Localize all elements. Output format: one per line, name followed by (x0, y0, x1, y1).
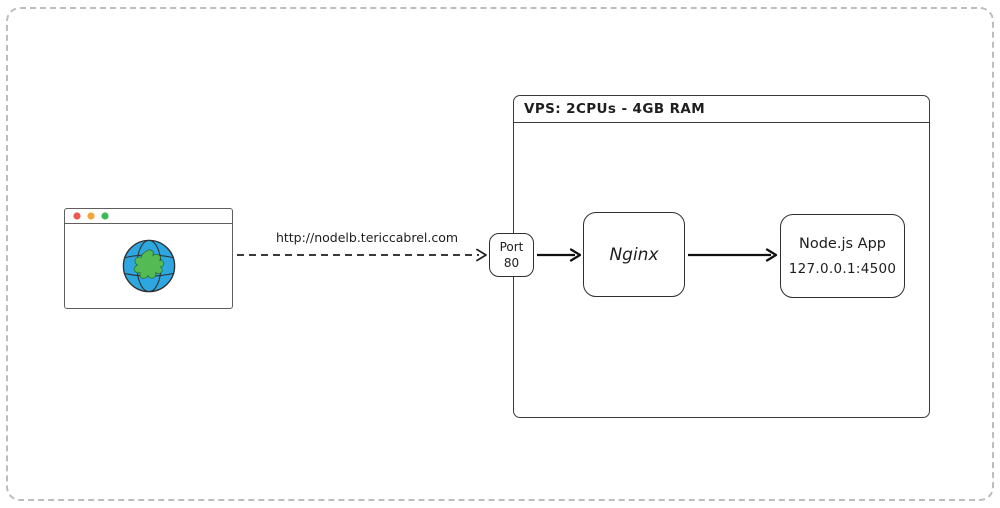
vps-title: VPS: 2CPUs - 4GB RAM (514, 96, 929, 123)
traffic-lights-icon (73, 212, 109, 220)
nodejs-app-title: Node.js App (799, 235, 886, 252)
nginx-label: Nginx (609, 244, 659, 265)
nodejs-app-address: 127.0.0.1:4500 (788, 260, 897, 277)
traffic-light-green-icon (101, 212, 109, 220)
browser-content (65, 224, 232, 308)
nginx-box: Nginx (583, 212, 685, 297)
traffic-light-red-icon (73, 212, 81, 220)
port-80-box: Port 80 (489, 233, 534, 277)
nodejs-app-box: Node.js App 127.0.0.1:4500 (780, 214, 905, 298)
request-dashed-arrow (237, 248, 487, 262)
browser-window (64, 208, 233, 309)
port-label-line1: Port (499, 239, 524, 254)
browser-titlebar (65, 209, 232, 224)
port-label-line2: 80 (503, 256, 520, 270)
traffic-light-yellow-icon (87, 212, 95, 220)
url-label: http://nodelb.tericcabrel.com (275, 230, 459, 245)
globe-icon (122, 239, 175, 293)
